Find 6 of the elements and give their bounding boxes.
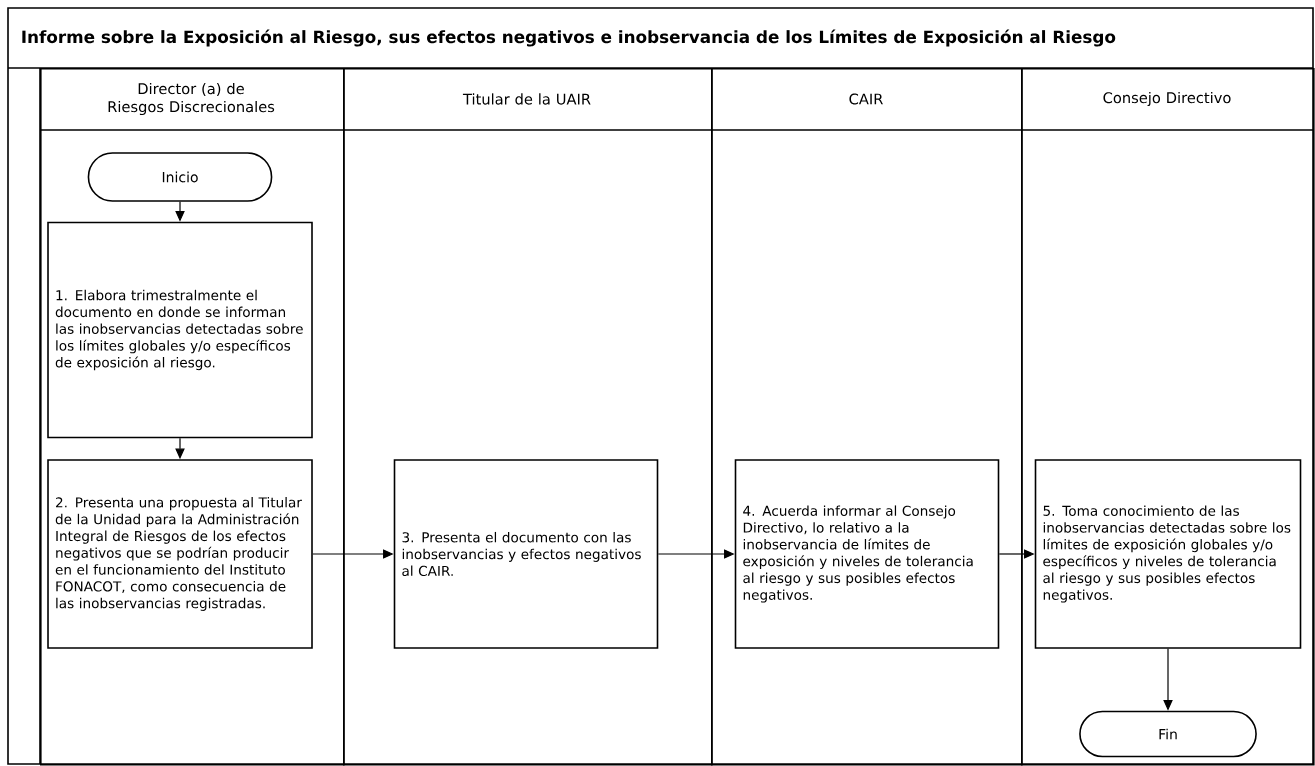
process-box: 2. Presenta una propuesta al Titular de la Unidad para la Administración Integral de Riesgos de los efectos negativos que se podrían producir en el funcionamiento del Instituto FONACOT, como consecuencia de las inobservancias registradas. (47, 459, 313, 649)
title: Informe sobre la Exposición al Riesgo, sus efectos negativos e inobservancia de los Límites de Exposición al Riesgo (22, 29, 1116, 47)
process-box: 1. Elabora trimestralmente el documento en donde se informan las inobservancias detectadas sobre los límites globales y/o específicos de exposición al riesgo. (47, 221, 313, 439)
process-box: 3. Presenta el documento con las inobservancias y efectos negativos al CAIR. (393, 459, 659, 649)
process-box: 5. Toma conocimiento de las inobservancias detectadas sobre los límites de exposición globales y/o específicos y niveles de tolerancia al riesgo y sus posibles efectos negativos. (1034, 459, 1302, 649)
process-box: 4. Acuerda informar al Consejo Directivo, lo relativo a la inobservancia de límites de exposición y niveles de tolerancia al riesgo y sus posibles efectos negativos. (734, 459, 1000, 649)
